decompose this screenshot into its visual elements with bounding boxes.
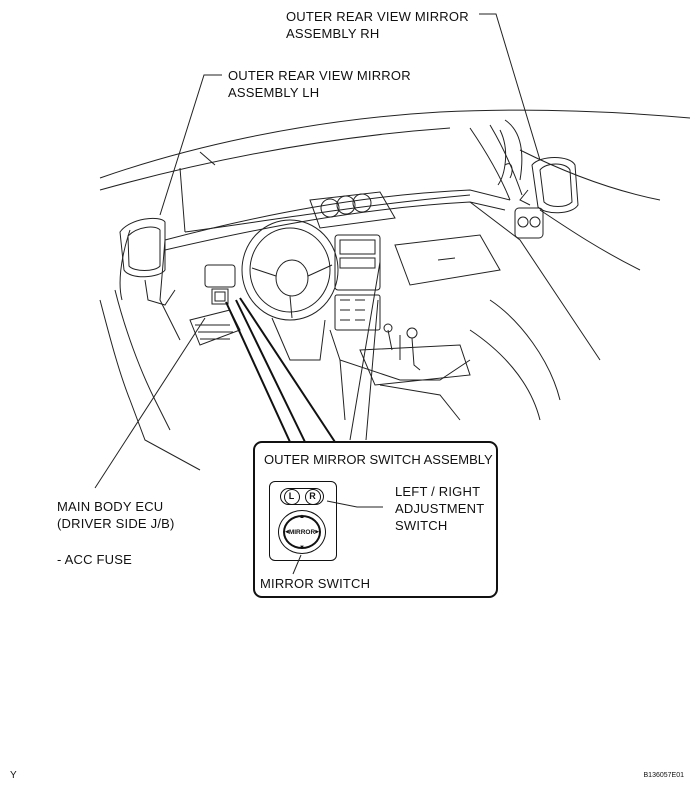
switch-assembly-title: OUTER MIRROR SWITCH ASSEMBLY	[264, 452, 493, 467]
arrow-down-icon: ▼	[299, 545, 305, 551]
mirror-rh-label: OUTER REAR VIEW MIRROR ASSEMBLY RH	[286, 8, 469, 42]
left-key[interactable]: L	[283, 488, 300, 505]
mirror-rh-line2: ASSEMBLY RH	[286, 26, 380, 41]
lr-switch-label: LEFT / RIGHT ADJUSTMENT SWITCH	[395, 483, 484, 534]
right-key[interactable]: R	[304, 488, 321, 505]
mirror-lh-label: OUTER REAR VIEW MIRROR ASSEMBLY LH	[228, 67, 411, 101]
mirror-lh-line1: OUTER REAR VIEW MIRROR	[228, 68, 411, 83]
acc-fuse-text: - ACC FUSE	[57, 552, 132, 567]
lr-switch-line3: SWITCH	[395, 518, 448, 533]
ecu-line2: (DRIVER SIDE J/B)	[57, 516, 175, 531]
acc-fuse-label: - ACC FUSE	[57, 551, 132, 568]
corner-mark: Y	[10, 770, 17, 781]
figure-id: B136057E01	[643, 772, 684, 779]
lr-switch-line2: ADJUSTMENT	[395, 501, 485, 516]
mirror-knob[interactable]: ▲ ◀ MIRROR ▶ ▼	[278, 510, 326, 554]
arrow-left-icon: ◀	[284, 529, 289, 535]
mirror-knob-center: ◀ MIRROR ▶	[283, 515, 321, 549]
knob-label: MIRROR	[288, 528, 316, 536]
inset-leaders	[292, 500, 383, 575]
left-right-selector[interactable]: L R	[280, 488, 324, 505]
mirror-lh-line2: ASSEMBLY LH	[228, 85, 320, 100]
mirror-switch-label: MIRROR SWITCH	[260, 575, 370, 592]
ecu-line1: MAIN BODY ECU	[57, 499, 164, 514]
switch-assembly-inset: OUTER MIRROR SWITCH ASSEMBLY L R ▲ ◀ MIR…	[253, 441, 498, 598]
lr-switch-line1: LEFT / RIGHT	[395, 484, 481, 499]
mirror-switch-text: MIRROR SWITCH	[260, 576, 371, 591]
mirror-rh-line1: OUTER REAR VIEW MIRROR	[286, 9, 469, 24]
arrow-right-icon: ▶	[315, 529, 320, 535]
ecu-label: MAIN BODY ECU (DRIVER SIDE J/B)	[57, 498, 175, 532]
mirror-switch-panel: L R ▲ ◀ MIRROR ▶ ▼	[269, 481, 337, 561]
